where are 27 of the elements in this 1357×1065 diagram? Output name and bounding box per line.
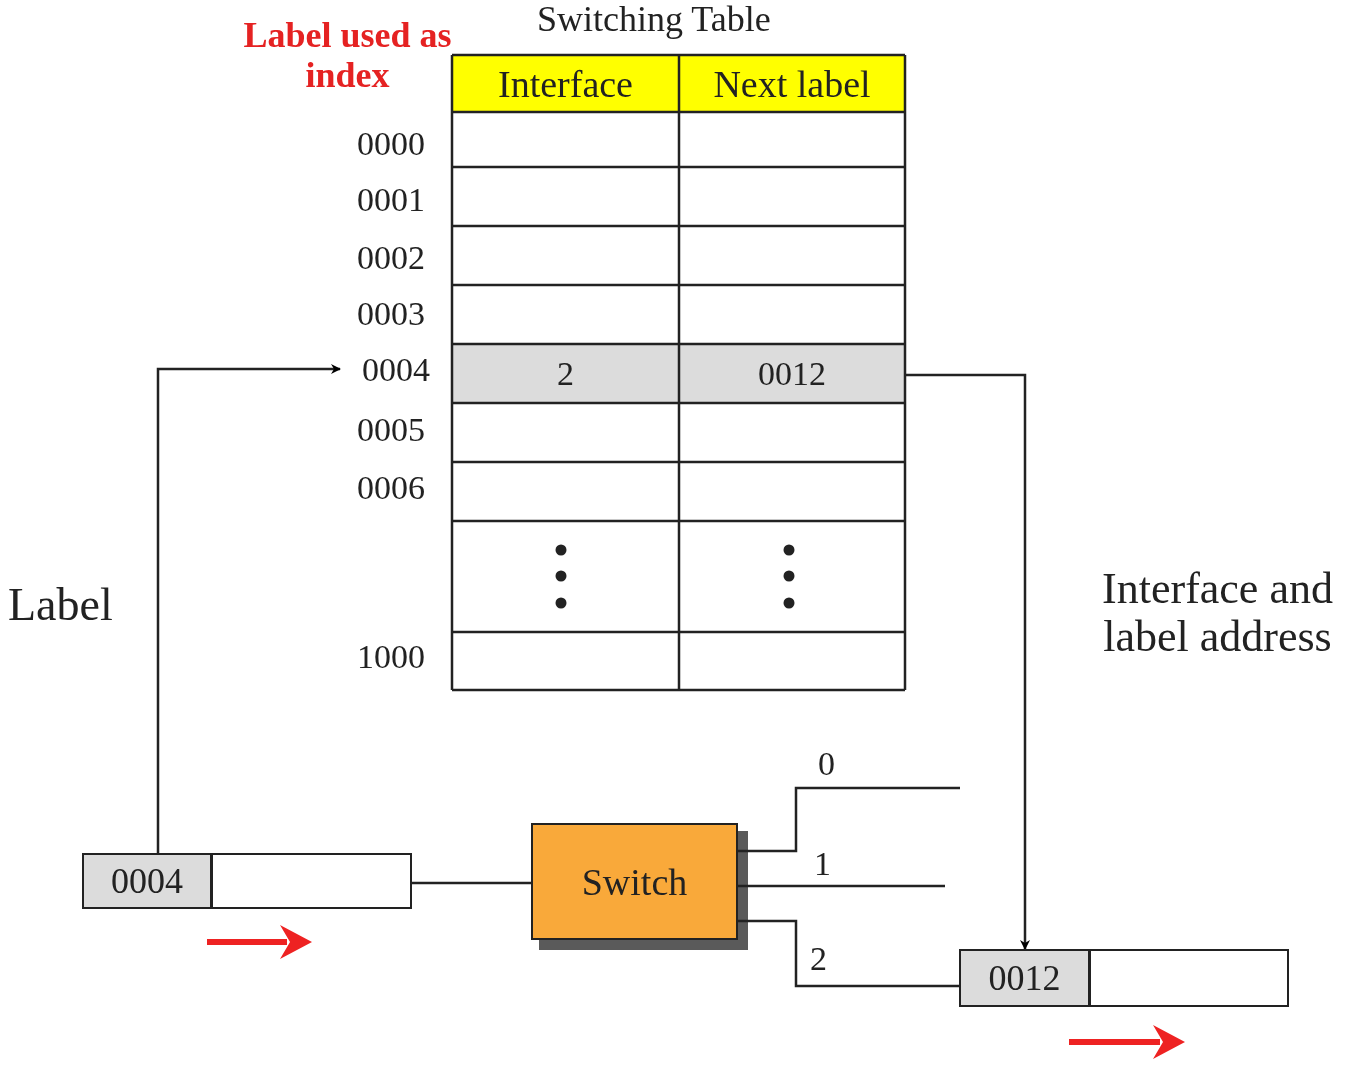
connector-line [738, 884, 945, 888]
packet-label-field: 0012 [959, 949, 1090, 1007]
packet-payload [211, 853, 412, 909]
packet-label-field: 0004 [82, 853, 212, 909]
row-index: 1000 [357, 638, 425, 676]
connector-line [738, 786, 960, 853]
switch-box: Switch [531, 823, 738, 940]
connector-line [412, 881, 531, 885]
row-index: 0002 [357, 239, 425, 277]
table-entry: 0012 [679, 344, 905, 403]
table-entry: 2 [452, 344, 679, 403]
table-title: Switching Table [537, 0, 771, 40]
side-label: Interface and label address [1101, 565, 1334, 662]
arrow [905, 373, 1030, 950]
connector-line [738, 919, 959, 988]
arrow [156, 364, 341, 853]
row-index: 0005 [357, 411, 425, 449]
row-index: 0006 [357, 469, 425, 507]
side-label: Label [8, 580, 113, 631]
header-cell: Interface [452, 55, 679, 112]
row-index: 0000 [357, 125, 425, 163]
axis-heading: Label used as index [242, 16, 453, 96]
packet-payload [1089, 949, 1289, 1007]
row-index: 0004 [340, 348, 430, 392]
row-index: 0003 [357, 295, 425, 333]
header-cell: Next label [679, 55, 905, 112]
row-index: 0001 [357, 181, 425, 219]
